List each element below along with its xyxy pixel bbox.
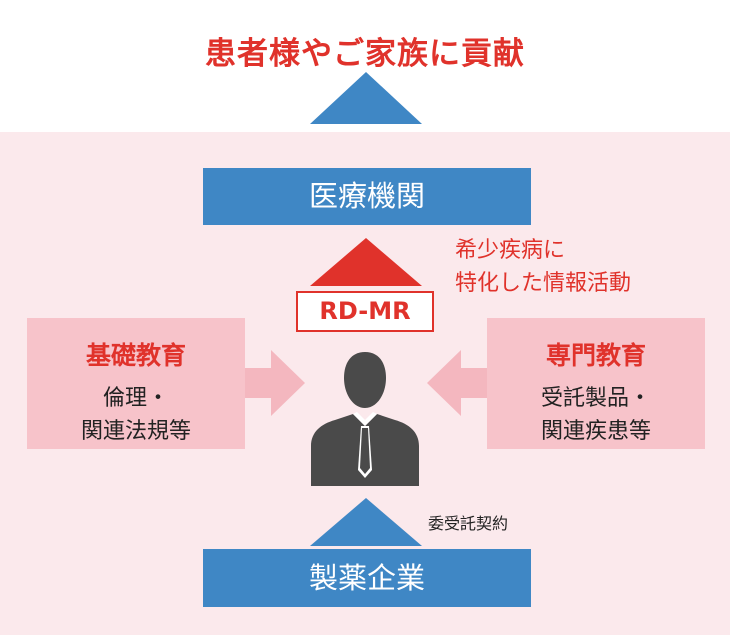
basic-education-line-1: 倫理・ [102,386,169,411]
arrow-right-icon [245,350,305,416]
basic-education-panel: 基礎教育 倫理・ 関連法規等 [27,318,245,449]
specialized-education-line-2: 関連疾患等 [540,419,651,444]
rd-mr-label: RD-MR [296,291,434,332]
activity-line-2: 特化した情報活動 [455,271,632,296]
specialized-education-title: 専門教育 [545,341,646,370]
medical-institution-box: 医療機関 [203,168,531,225]
activity-description: 希少疾病に 特化した情報活動 [455,234,631,300]
up-arrow-triangle-bottom [310,498,422,546]
activity-line-1: 希少疾病に [455,238,566,263]
pharma-company-box: 製薬企業 [203,549,531,607]
basic-education-title: 基礎教育 [85,341,186,370]
goal-title: 患者様やご家族に貢献 [205,36,525,72]
up-arrow-triangle-top [310,72,422,124]
up-arrow-triangle-red [310,238,422,286]
contract-label: 委受託契約 [428,514,509,533]
specialized-education-line-1: 受託製品・ [540,386,651,411]
basic-education-line-2: 関連法規等 [80,419,191,444]
arrow-left-icon [427,350,487,416]
specialized-education-panel: 専門教育 受託製品・ 関連疾患等 [487,318,705,449]
businessman-icon [311,352,419,486]
